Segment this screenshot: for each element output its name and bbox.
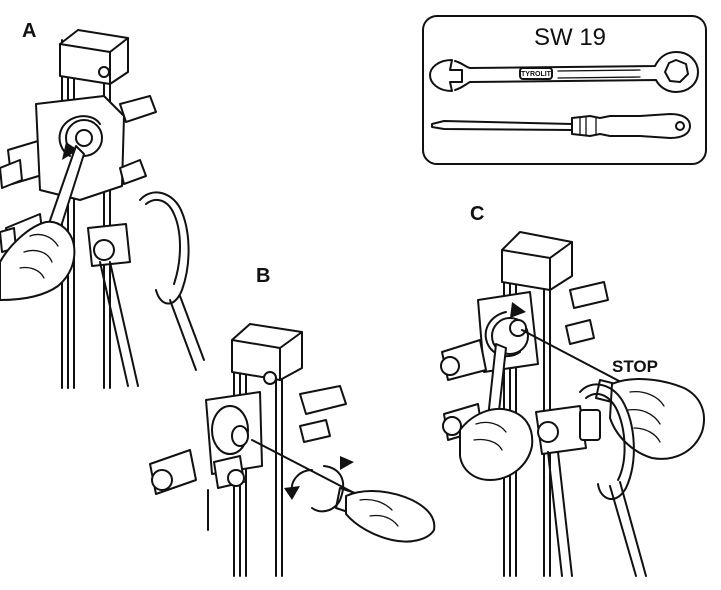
wrench-brand-label: TYROLIT <box>521 71 552 78</box>
step-a-illustration <box>0 29 205 389</box>
screwdriver-icon <box>431 113 691 139</box>
step-c-illustration <box>440 231 705 577</box>
step-b-label: B <box>256 265 270 287</box>
tools-panel: SW 19 TYROLIT <box>422 15 707 165</box>
step-c-label: C <box>470 203 484 225</box>
step-a-label: A <box>22 20 36 42</box>
stop-label: STOP <box>612 357 658 376</box>
wrench-size-label: SW 19 <box>534 24 606 51</box>
step-b-illustration <box>149 323 436 577</box>
wrench-icon: TYROLIT <box>429 51 699 93</box>
